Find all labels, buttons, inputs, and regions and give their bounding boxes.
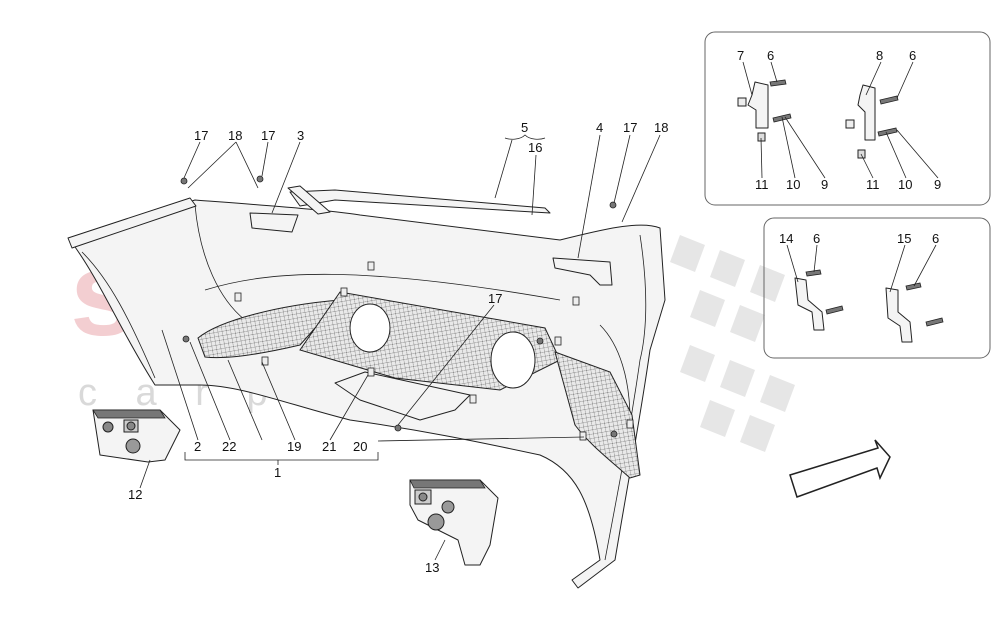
callout-17-b: 17	[261, 128, 275, 143]
callout-10-b: 10	[898, 177, 912, 192]
callout-14: 14	[779, 231, 793, 246]
checkered-flag-watermark	[670, 235, 795, 452]
bracket-3	[249, 212, 299, 233]
callout-15: 15	[897, 231, 911, 246]
callout-3: 3	[297, 128, 304, 143]
callout-9-a: 9	[821, 177, 828, 192]
callout-5: 5	[521, 120, 528, 135]
direction-arrow	[789, 439, 891, 498]
trim-strip-end	[287, 185, 331, 215]
grille-mesh-right	[554, 351, 641, 479]
callout-10-a: 10	[786, 177, 800, 192]
callout-7: 7	[737, 48, 744, 63]
callout-22: 22	[222, 439, 236, 454]
callout-4: 4	[596, 120, 603, 135]
part-12-block	[92, 409, 181, 463]
callout-18-a: 18	[228, 128, 242, 143]
bracket-8-detail	[845, 84, 899, 159]
callout-2: 2	[194, 439, 201, 454]
grille-opening-right	[490, 331, 536, 389]
callout-6-c: 6	[813, 231, 820, 246]
leader-lines	[139, 61, 939, 561]
left-upper-flange	[67, 197, 197, 249]
callout-11-a: 11	[755, 177, 769, 192]
callout-6-a: 6	[767, 48, 774, 63]
callout-11-b: 11	[866, 177, 880, 192]
callout-6-b: 6	[909, 48, 916, 63]
bracket-14-detail	[794, 269, 844, 331]
callout-17-c: 17	[623, 120, 637, 135]
detail-box-top	[704, 31, 991, 206]
callout-21: 21	[322, 439, 336, 454]
callout-8: 8	[876, 48, 883, 63]
callout-19: 19	[287, 439, 301, 454]
lower-bracket-plate	[334, 371, 471, 421]
bracket-7-detail	[737, 79, 792, 142]
callout-17-a: 17	[194, 128, 208, 143]
callout-13: 13	[425, 560, 439, 575]
trim-strip	[289, 189, 551, 214]
callout-16: 16	[528, 140, 542, 155]
callout-12: 12	[128, 487, 142, 502]
bracket-4	[552, 257, 613, 286]
bracket-15-detail	[885, 282, 944, 343]
callout-18-b: 18	[654, 120, 668, 135]
callout-6-d: 6	[932, 231, 939, 246]
part-13-block	[409, 479, 499, 566]
callout-17-d: 17	[488, 291, 502, 306]
grille-opening-left	[349, 303, 391, 353]
callout-labels: 17 18 17 3 5 16 4 17 18 17 2 22 19 21 20…	[128, 48, 941, 575]
callout-1: 1	[274, 465, 281, 480]
detail-box-bottom	[763, 217, 991, 359]
callout-20: 20	[353, 439, 367, 454]
grille-clips	[234, 261, 634, 441]
callout-9-b: 9	[934, 177, 941, 192]
